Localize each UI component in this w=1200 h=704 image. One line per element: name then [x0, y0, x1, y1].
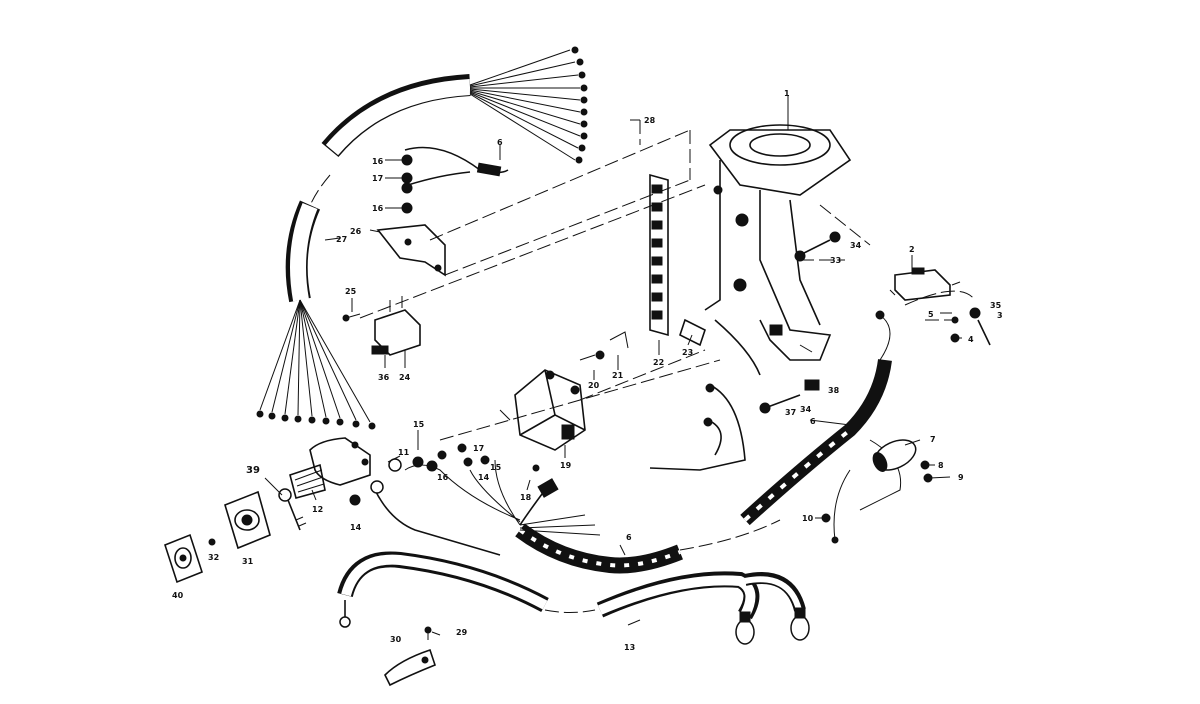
- callout-16c: 16: [437, 473, 449, 482]
- callout-18: 18: [520, 493, 532, 502]
- callout-16a: 16: [372, 157, 384, 166]
- callout-26: 26: [350, 227, 362, 236]
- callout-25: 25: [345, 287, 357, 296]
- callout-36: 36: [378, 373, 390, 382]
- callout-14a: 14: [350, 523, 362, 532]
- callout-20: 20: [588, 381, 600, 390]
- short-leads: [649, 319, 820, 471]
- callout-24: 24: [399, 373, 411, 382]
- callout-22: 22: [653, 358, 664, 367]
- lead-wire-top: [401, 146, 509, 214]
- callout-23: 23: [682, 348, 693, 357]
- cable-harness-lower: [256, 200, 376, 430]
- solenoid: [499, 350, 605, 451]
- callout-32: 32: [208, 553, 219, 562]
- callout-11: 11: [398, 448, 410, 457]
- callout-6a: 6: [497, 138, 503, 147]
- callout-9: 9: [958, 473, 964, 482]
- callout-8: 8: [938, 461, 944, 470]
- callout-6c: 6: [626, 533, 632, 542]
- ignition-switch: [278, 437, 371, 531]
- cable-clip: [384, 626, 436, 687]
- callout-19: 19: [560, 461, 572, 470]
- callout-2: 2: [909, 245, 915, 254]
- callout-10: 10: [802, 514, 814, 523]
- callout-30: 30: [390, 635, 402, 644]
- callout-31: 31: [242, 557, 254, 566]
- callout-35: 35: [990, 301, 1002, 310]
- bolt: [794, 231, 841, 262]
- callout-15a: 15: [413, 420, 425, 429]
- callout-3: 3: [997, 311, 1003, 320]
- small-hardware-right: [821, 307, 991, 523]
- cable-harness-upper: [321, 46, 588, 164]
- main-bracket: [704, 124, 852, 361]
- callout-38: 38: [828, 386, 840, 395]
- callout-7: 7: [930, 435, 936, 444]
- nuts-washers: [412, 443, 540, 472]
- callout-4: 4: [968, 335, 974, 344]
- callout-39: 39: [246, 465, 260, 476]
- battery-cable-right: [596, 571, 810, 645]
- callout-37: 37: [785, 408, 796, 417]
- callout-14b: 14: [478, 473, 490, 482]
- callout-27: 27: [336, 235, 347, 244]
- callout-34b: 34: [800, 405, 812, 414]
- callout-21: 21: [612, 371, 624, 380]
- callout-34a: 34: [850, 241, 862, 250]
- callout-labels: 1 2 3 4 5 6 6 6 7 8 9 10 11 12 13 14 14 …: [172, 89, 1003, 652]
- leader-lines: [264, 95, 962, 636]
- switch: [889, 267, 961, 301]
- bracket: [376, 224, 446, 277]
- callout-13: 13: [624, 643, 635, 652]
- rectifier: [342, 296, 421, 356]
- condenser: [872, 439, 917, 472]
- callout-17a: 17: [372, 174, 383, 183]
- callout-17b: 17: [473, 444, 484, 453]
- terminal-block: [609, 173, 706, 349]
- callout-28: 28: [644, 116, 656, 125]
- battery-cable-left: [337, 458, 549, 628]
- callout-12: 12: [312, 505, 323, 514]
- alignment-lines: [303, 120, 976, 613]
- main-harness: [404, 459, 683, 574]
- gasket: [164, 533, 203, 584]
- callout-29: 29: [456, 628, 468, 637]
- callout-5: 5: [928, 310, 934, 319]
- callout-40: 40: [172, 591, 184, 600]
- callout-1: 1: [784, 89, 790, 98]
- callout-6b: 6: [810, 417, 816, 426]
- callout-33: 33: [830, 256, 841, 265]
- callout-15b: 15: [490, 463, 502, 472]
- harness-right: [740, 310, 902, 544]
- mounting-plate: [208, 490, 271, 550]
- callout-16b: 16: [372, 204, 384, 213]
